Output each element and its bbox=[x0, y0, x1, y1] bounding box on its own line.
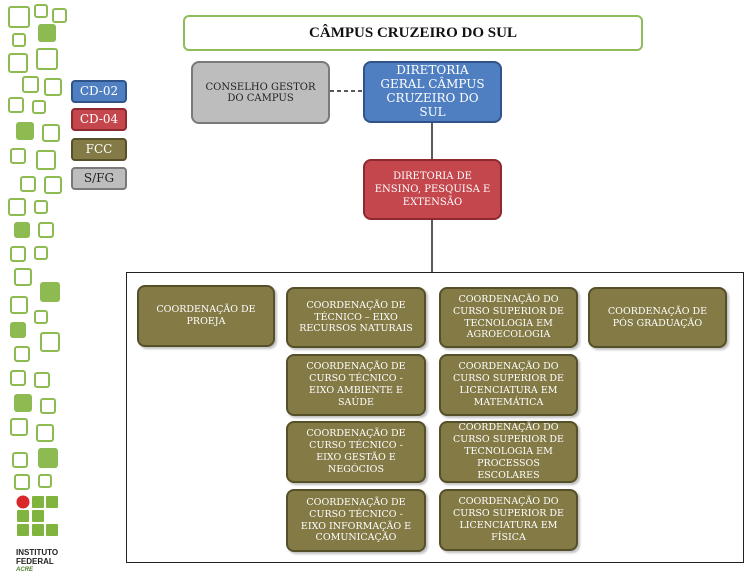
coord-matematica-label: COORDENAÇÃO DO CURSO SUPERIOR DE LICENCI… bbox=[452, 361, 564, 408]
node-diretoria-geral-label: DIRETORIA GERAL CÂMPUS CRUZEIRO DO SUL bbox=[380, 63, 485, 119]
coord-matematica: COORDENAÇÃO DO CURSO SUPERIOR DE LICENCI… bbox=[439, 354, 578, 416]
node-diretoria-ensino: DIRETORIA DE ENSINO, PESQUISA E EXTENSÃO bbox=[363, 159, 502, 220]
node-diretoria-ensino-label: DIRETORIA DE ENSINO, PESQUISA E EXTENSÃO bbox=[374, 171, 491, 208]
logo-text-federal: FEDERAL bbox=[16, 557, 54, 566]
coordenacoes-container bbox=[126, 272, 744, 563]
coord-processos-escolares: COORDENAÇÃO DO CURSO SUPERIOR DE TECNOLO… bbox=[439, 421, 578, 483]
logo-text-acre: ACRE bbox=[16, 567, 34, 573]
coord-proeja-label: COORDENAÇÃO DE PROEJA bbox=[156, 304, 256, 327]
coord-proeja: COORDENAÇÃO DE PROEJA bbox=[137, 285, 275, 347]
coord-agroecologia: COORDENAÇÃO DO CURSO SUPERIOR DE TECNOLO… bbox=[439, 287, 578, 348]
coord-gestao-negocios-label: COORDENAÇÃO DE CURSO TÉCNICO - EIXO GEST… bbox=[306, 428, 406, 475]
legend-s-fg: S/FG bbox=[71, 167, 127, 190]
coord-pos-graduacao-label: COORDENAÇÃO DE PÓS GRADUAÇÃO bbox=[607, 305, 708, 329]
coord-recursos-naturais: COORDENAÇÃO DE TÉCNICO – EIXO RECURSOS N… bbox=[286, 287, 426, 348]
node-diretoria-geral: DIRETORIA GERAL CÂMPUS CRUZEIRO DO SUL bbox=[363, 61, 502, 123]
legend-fcc: FCC bbox=[71, 138, 127, 161]
coord-ambiente-saude-label: COORDENAÇÃO DE CURSO TÉCNICO - EIXO AMBI… bbox=[306, 361, 406, 408]
node-conselho-gestor: CONSELHO GESTOR DO CAMPUS bbox=[191, 61, 330, 124]
coord-informacao-comunicacao-label: COORDENAÇÃO DE CURSO TÉCNICO - EIXO INFO… bbox=[300, 496, 412, 544]
coord-pos-graduacao: COORDENAÇÃO DE PÓS GRADUAÇÃO bbox=[588, 287, 727, 348]
coord-informacao-comunicacao: COORDENAÇÃO DE CURSO TÉCNICO - EIXO INFO… bbox=[286, 489, 426, 552]
coord-fisica-label: COORDENAÇÃO DO CURSO SUPERIOR DE LICENCI… bbox=[452, 496, 564, 543]
node-conselho-label: CONSELHO GESTOR DO CAMPUS bbox=[205, 81, 316, 104]
page-title: CÂMPUS CRUZEIRO DO SUL bbox=[183, 15, 643, 51]
coord-gestao-negocios: COORDENAÇÃO DE CURSO TÉCNICO - EIXO GEST… bbox=[286, 421, 426, 483]
coord-ambiente-saude: COORDENAÇÃO DE CURSO TÉCNICO - EIXO AMBI… bbox=[286, 354, 426, 416]
coord-recursos-naturais-label: COORDENAÇÃO DE TÉCNICO – EIXO RECURSOS N… bbox=[299, 299, 413, 335]
if-logo-icon bbox=[16, 495, 58, 536]
coord-processos-escolares-label: COORDENAÇÃO DO CURSO SUPERIOR DE TECNOLO… bbox=[452, 422, 564, 481]
coord-agroecologia-label: COORDENAÇÃO DO CURSO SUPERIOR DE TECNOLO… bbox=[452, 293, 564, 341]
legend-cd-04: CD-04 bbox=[71, 108, 127, 131]
coord-fisica: COORDENAÇÃO DO CURSO SUPERIOR DE LICENCI… bbox=[439, 489, 578, 551]
logo-text-instituto: INSTITUTO bbox=[16, 548, 59, 557]
legend-cd-02: CD-02 bbox=[71, 80, 127, 103]
